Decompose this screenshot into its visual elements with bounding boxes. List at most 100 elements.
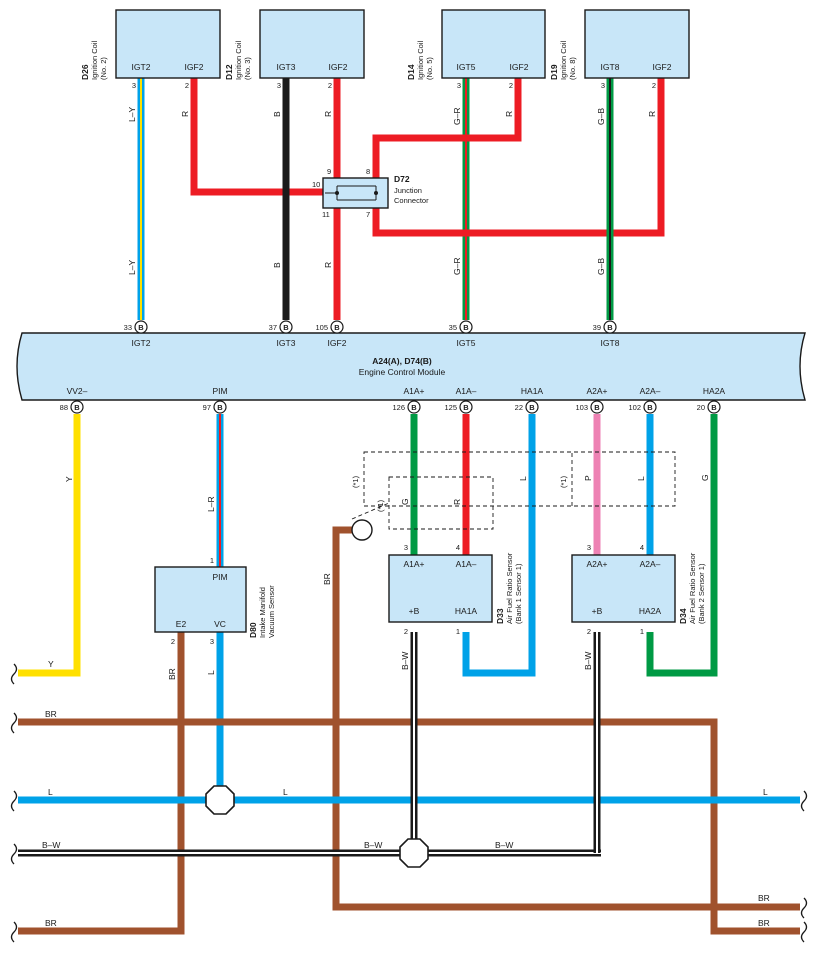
lower-wires <box>18 414 800 935</box>
svg-text:D14: D14 <box>406 64 416 80</box>
svg-text:37: 37 <box>269 323 277 332</box>
upper-wire-labels: L–Y L–Y R B B R R G–R G–R R G–B G–B R <box>127 107 657 275</box>
bus-labels: Y BR L L L B–W B–W B–W BR BR BR <box>42 659 770 928</box>
svg-text:B: B <box>463 323 469 332</box>
af-sensor-d34: A2A+ A2A– 3 4 +B HA2A 2 1 D34 Air Fuel R… <box>571 543 706 636</box>
svg-text:97: 97 <box>203 403 211 412</box>
svg-text:R: R <box>323 262 333 268</box>
svg-text:BR: BR <box>322 573 332 585</box>
svg-text:Ignition Coil: Ignition Coil <box>90 40 99 80</box>
svg-text:R: R <box>504 111 514 117</box>
svg-text:IGT3: IGT3 <box>277 338 296 348</box>
svg-text:B–W: B–W <box>400 652 410 670</box>
ecm-pin-ha2a: HA2A B 20 <box>697 386 726 414</box>
svg-text:Air Fuel Ratio Sensor: Air Fuel Ratio Sensor <box>688 552 697 624</box>
svg-text:Junction: Junction <box>394 186 422 195</box>
svg-text:(*1): (*1) <box>559 475 568 488</box>
svg-text:B: B <box>594 403 600 412</box>
svg-text:22: 22 <box>515 403 523 412</box>
svg-text:VC: VC <box>214 619 226 629</box>
svg-text:103: 103 <box>575 403 588 412</box>
svg-text:9: 9 <box>327 167 331 176</box>
svg-text:HA1A: HA1A <box>521 386 544 396</box>
svg-text:A1A–: A1A– <box>456 386 477 396</box>
svg-text:B: B <box>272 262 282 268</box>
svg-text:3: 3 <box>587 543 591 552</box>
ecm-pin-igf2: B 105 IGF2 <box>315 320 347 348</box>
svg-text:8: 8 <box>366 167 370 176</box>
svg-text:2: 2 <box>404 627 408 636</box>
svg-text:(Bank 1 Sensor 1): (Bank 1 Sensor 1) <box>514 563 523 624</box>
ignition-coil-d26: IGT2 IGF2 3 2 D26 Ignition Coil (No. 2) <box>80 9 221 90</box>
svg-text:(*1): (*1) <box>351 475 360 488</box>
svg-text:Vacuum Sensor: Vacuum Sensor <box>267 585 276 638</box>
svg-text:A1A–: A1A– <box>456 559 477 569</box>
svg-text:IGF2: IGF2 <box>185 62 204 72</box>
svg-text:HA1A: HA1A <box>455 606 478 616</box>
svg-text:2: 2 <box>509 81 513 90</box>
svg-text:HA2A: HA2A <box>703 386 726 396</box>
svg-text:Ignition Coil: Ignition Coil <box>234 40 243 80</box>
svg-text:BR: BR <box>45 709 57 719</box>
svg-text:(No. 8): (No. 8) <box>568 57 577 80</box>
svg-text:B: B <box>138 323 144 332</box>
svg-text:D72: D72 <box>394 174 410 184</box>
shield-ground-splice <box>351 519 373 541</box>
svg-text:+B: +B <box>409 606 420 616</box>
svg-text:B: B <box>217 403 223 412</box>
svg-text:L: L <box>518 476 528 481</box>
svg-text:1: 1 <box>210 556 214 565</box>
svg-text:R: R <box>452 499 462 505</box>
svg-text:10: 10 <box>312 180 320 189</box>
ecm-pin-igt5: B 35 IGT5 <box>449 320 476 348</box>
lower-wire-labels: Y L–R G R L P L G BR BR L B–W B–W (*1) (… <box>64 474 710 680</box>
svg-text:20: 20 <box>697 403 705 412</box>
svg-text:D34: D34 <box>678 608 688 624</box>
ecm-bottom-pins: VV2– B 88 PIM B 97 A1A+ B 126 A1A– B 125… <box>60 386 726 414</box>
svg-text:IGT2: IGT2 <box>132 338 151 348</box>
ignition-coil-d14: IGT5 IGF2 3 2 D14 Ignition Coil (No. 5) <box>406 9 546 90</box>
svg-text:126: 126 <box>392 403 405 412</box>
svg-text:P: P <box>583 475 593 481</box>
svg-text:Intake Manifold: Intake Manifold <box>258 587 267 638</box>
svg-text:Engine Control Module: Engine Control Module <box>359 367 446 377</box>
svg-text:2: 2 <box>652 81 656 90</box>
svg-text:L: L <box>48 787 53 797</box>
svg-text:125: 125 <box>444 403 457 412</box>
af-sensor-d33: A1A+ A1A– 3 4 +B HA1A 2 1 D33 Air Fuel R… <box>388 543 523 636</box>
svg-text:G: G <box>400 498 410 505</box>
svg-text:3: 3 <box>210 637 214 646</box>
svg-text:IGT2: IGT2 <box>132 62 151 72</box>
svg-text:(*1): (*1) <box>376 499 385 512</box>
ecm-pin-a2a-minus: A2A– B 102 <box>628 386 661 414</box>
svg-text:IGF2: IGF2 <box>510 62 529 72</box>
ecm-pin-igt2: B 33 IGT2 <box>124 320 151 348</box>
svg-text:1: 1 <box>640 627 644 636</box>
svg-text:Connector: Connector <box>394 196 429 205</box>
svg-text:+B: +B <box>592 606 603 616</box>
ecm-top-pins: B 33 IGT2 B 37 IGT3 B 105 IGF2 B 35 IGT5… <box>124 320 620 348</box>
svg-text:102: 102 <box>628 403 641 412</box>
svg-text:Ignition Coil: Ignition Coil <box>416 40 425 80</box>
svg-text:B–W: B–W <box>364 840 382 850</box>
svg-text:R: R <box>647 111 657 117</box>
svg-text:R: R <box>323 111 333 117</box>
svg-text:B: B <box>529 403 535 412</box>
vacuum-sensor-d80: 1 PIM E2 VC 2 3 D80 Intake Manifold Vacu… <box>154 556 276 646</box>
svg-text:B: B <box>272 111 282 117</box>
svg-text:B: B <box>711 403 717 412</box>
svg-text:VV2–: VV2– <box>67 386 88 396</box>
svg-text:IGT3: IGT3 <box>277 62 296 72</box>
svg-text:B: B <box>411 403 417 412</box>
svg-text:Y: Y <box>64 476 74 482</box>
svg-text:1: 1 <box>456 627 460 636</box>
svg-text:Y: Y <box>48 659 54 669</box>
svg-text:PIM: PIM <box>212 386 227 396</box>
svg-text:B: B <box>463 403 469 412</box>
ecm-pin-pim: PIM B 97 <box>203 386 228 414</box>
svg-text:B: B <box>334 323 340 332</box>
svg-text:A1A+: A1A+ <box>403 559 424 569</box>
svg-text:D80: D80 <box>248 622 258 638</box>
junction-connector-d72: 9 8 10 11 7 D72 Junction Connector <box>312 167 429 219</box>
